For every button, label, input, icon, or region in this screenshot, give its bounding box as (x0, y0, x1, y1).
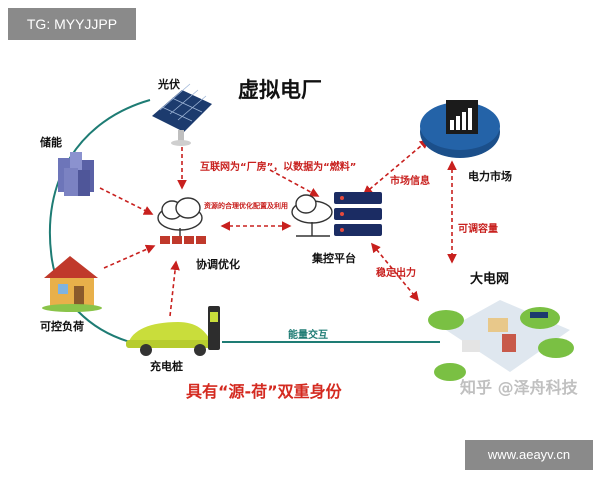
annotation-market-info: 市场信息 (390, 176, 430, 187)
slogan: 具有“源-荷”双重身份 (186, 382, 342, 401)
arrow-control-grid (370, 242, 420, 302)
battery-storage-icon (58, 152, 94, 196)
node-label-storage: 储能 (40, 136, 62, 149)
solar-panel-icon (152, 83, 212, 146)
server-icon (291, 192, 382, 237)
arrow-storage-coord (99, 187, 154, 215)
arrow-charger-coord (169, 260, 180, 317)
annotation-energy: 能量交互 (288, 330, 328, 341)
node-label-control: 集控平台 (312, 252, 356, 265)
grid-city-icon (428, 300, 574, 381)
annotation-stable-output: 稳定出力 (376, 268, 416, 279)
arrow-internet-control (269, 169, 320, 197)
node-label-load: 可控负荷 (40, 320, 84, 333)
node-label-solar: 光伏 (158, 78, 180, 91)
green-arc-left (48, 99, 151, 343)
node-label-charger: 充电桩 (150, 360, 183, 373)
node-label-grid: 大电网 (470, 272, 510, 287)
watermark-tag-top: TG: MYYJJPP (8, 8, 136, 40)
diagram-title: 虚拟电厂 (238, 78, 322, 102)
node-label-market: 电力市场 (468, 170, 512, 183)
house-icon (42, 256, 102, 312)
annotation-adjustable: 可调容量 (458, 224, 498, 235)
green-arc-right (214, 100, 300, 128)
watermark-tag-bottom: www.aeayv.cn (465, 440, 593, 470)
zhihu-watermark: 知乎 @泽舟科技 (460, 378, 578, 397)
arrow-load-coord (103, 244, 156, 269)
annotation-internet: 互联网为“厂房”，以数据为“燃料” (200, 162, 357, 173)
ev-charger-icon (126, 306, 220, 356)
annotation-resource: 资源的合理优化配置及利用 (204, 202, 288, 210)
market-icon (420, 100, 500, 158)
cloud-coord-icon (157, 197, 206, 244)
node-label-coord: 协调优化 (196, 258, 240, 271)
